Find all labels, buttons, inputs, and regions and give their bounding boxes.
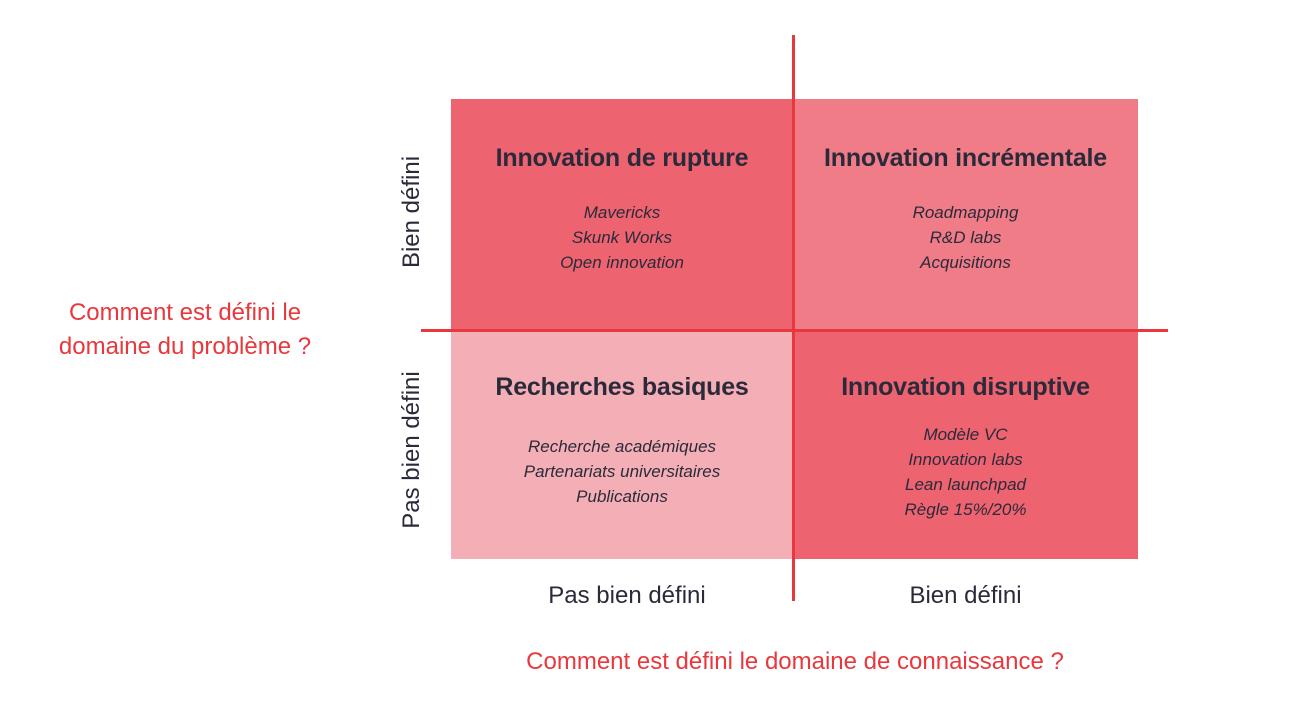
- list-item: Règle 15%/20%: [904, 500, 1027, 519]
- list-item: Partenariats universitaires: [523, 462, 721, 481]
- quadrant-items: Recherche académiques Partenariats unive…: [451, 434, 793, 509]
- list-item: Mavericks: [583, 203, 661, 222]
- quadrant-innovation-disruptive: Innovation disruptive Modèle VC Innovati…: [793, 330, 1138, 559]
- list-item: R&D labs: [929, 228, 1002, 247]
- x-axis-label-left: Pas bien défini: [548, 582, 706, 609]
- x-axis-title: Comment est défini le domaine de connais…: [526, 648, 1064, 675]
- list-item: Lean launchpad: [904, 475, 1026, 494]
- quadrant-items: Modèle VC Innovation labs Lean launchpad…: [793, 422, 1138, 522]
- quadrant-innovation-de-rupture: Innovation de rupture Mavericks Skunk Wo…: [451, 99, 793, 330]
- list-item: Open innovation: [560, 253, 684, 272]
- quadrant-title: Innovation de rupture: [495, 144, 749, 172]
- quadrant-title: Innovation disruptive: [841, 373, 1090, 401]
- list-item: Roadmapping: [912, 203, 1019, 222]
- list-item: Acquisitions: [920, 253, 1011, 272]
- y-axis-title: Comment est défini le domaine du problèm…: [58, 299, 312, 360]
- quadrant-innovation-incrementale: Innovation incrémentale Roadmapping R&D …: [793, 99, 1138, 330]
- list-item: Publications: [576, 487, 668, 506]
- horizontal-axis-line: [421, 329, 1168, 332]
- vertical-axis-line: [792, 35, 795, 601]
- quadrant-title: Innovation incrémentale: [824, 144, 1107, 172]
- list-item: Innovation labs: [908, 450, 1023, 469]
- list-item: Modèle VC: [923, 425, 1008, 444]
- quadrant-items: Mavericks Skunk Works Open innovation: [451, 200, 793, 275]
- quadrant-items: Roadmapping R&D labs Acquisitions: [793, 200, 1138, 275]
- y-axis-label-bottom: Pas bien défini: [398, 371, 425, 529]
- quadrant-title: Recherches basiques: [495, 373, 749, 401]
- quadrant-recherches-basiques: Recherches basiques Recherche académique…: [451, 330, 793, 559]
- x-axis-label-right: Bien défini: [909, 582, 1022, 609]
- list-item: Recherche académiques: [527, 437, 717, 456]
- y-axis-label-top: Bien défini: [398, 155, 425, 269]
- list-item: Skunk Works: [571, 228, 673, 247]
